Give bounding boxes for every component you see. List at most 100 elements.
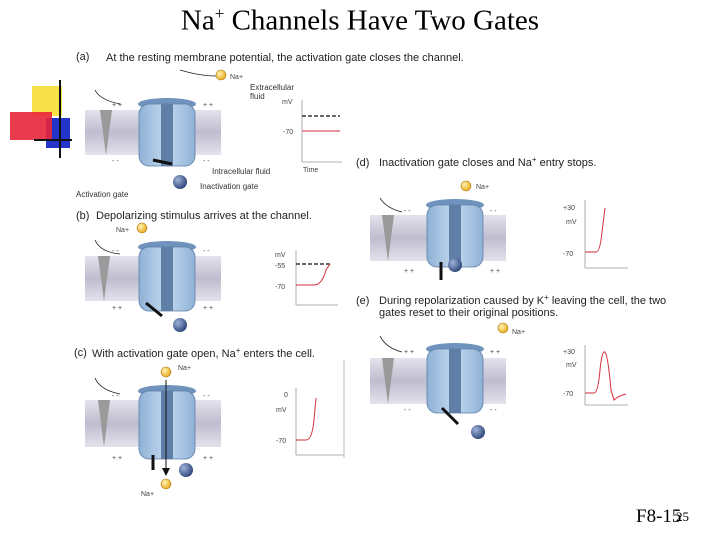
panel-e-plus-right: + + [490, 349, 500, 356]
panel-a-graph-tick: -70 [283, 129, 293, 136]
title-rest: Channels Have Two Gates [224, 4, 540, 37]
panel-a-caption: At the resting membrane potential, the a… [106, 52, 464, 64]
panel-e-minus-left: - - [404, 407, 411, 414]
panel-d-lipid-wedge [382, 215, 394, 261]
panel-a-activation-label: Activation gate [76, 190, 129, 199]
panel-b: (b) Depolarizing stimulus arrives at the… [76, 210, 338, 332]
panel-c-graph-tick1: 0 [284, 392, 288, 399]
panel-a-minus-right: - - [203, 158, 210, 165]
panel-d-plus-right: + + [490, 268, 500, 275]
panel-d-graph-tick1: +30 [563, 205, 575, 212]
panel-b-graph-ylabel: mV [275, 252, 286, 259]
panel-e-lipid-wedge [382, 358, 394, 404]
panel-d-plus-left: + + [404, 268, 414, 275]
panel-a-na-ion [215, 69, 227, 81]
panel-d-na-ion [460, 180, 472, 192]
panel-b-plus-right: + + [203, 305, 213, 312]
panel-d-minus-left: - - [404, 208, 411, 215]
panel-c-graph: 0 mV -70 [276, 388, 344, 456]
panel-c-inactivation-ball [179, 463, 193, 477]
panel-a-inactivation-label: Inactivation gate [200, 182, 259, 191]
panel-c-plus-right: + + [203, 455, 213, 462]
panel-b-channel-pore [161, 247, 173, 311]
panel-c-minus-right: - - [203, 393, 210, 400]
panel-e-inactivation-ball [471, 425, 485, 439]
panel-c-na-ion-top [160, 366, 172, 378]
panel-b-caption: Depolarizing stimulus arrives at the cha… [96, 210, 312, 222]
panel-d-ion-label: Na+ [476, 184, 489, 191]
decorative-blocks [10, 80, 72, 158]
deco-yellow-square [32, 86, 62, 116]
panel-b-graph-tick1: -55 [275, 263, 285, 270]
panel-c-ion-top-label: Na+ [178, 365, 191, 372]
panel-c-graph-ylabel: mV [276, 407, 287, 414]
panel-b-graph-trace [296, 263, 331, 286]
panel-e-graph-trace [585, 351, 627, 401]
panel-e-na-ion [497, 322, 509, 334]
panel-e-graph-tick1: +30 [563, 349, 575, 356]
panel-b-na-ion [136, 222, 148, 234]
title-plus: + [214, 4, 225, 23]
panel-a-letter: (a) [76, 51, 89, 63]
panel-b-minus-left: - - [112, 248, 119, 255]
panel-b-ion-label: Na+ [116, 227, 129, 234]
panel-b-activation-gate [145, 301, 163, 318]
panel-c-channel-pore [161, 391, 173, 459]
panel-b-letter: (b) [76, 210, 89, 222]
panel-e-graph-tick2: -70 [563, 391, 573, 398]
panel-d-graph-tick2: -70 [563, 251, 573, 258]
panel-c-ion-bottom-label: Na+ [141, 491, 154, 498]
panel-d-channel-pore [449, 205, 461, 267]
panel-b-plus-left: + + [112, 305, 122, 312]
panel-e-graph: +30 mV -70 [563, 345, 628, 406]
panel-d-letter: (d) [356, 157, 369, 169]
panel-d: (d) Inactivation gate closes and Na+ ent… [356, 155, 628, 280]
panel-a-plus-left: + + [112, 102, 122, 109]
panel-a-extracellular: Extracellular [250, 83, 294, 92]
panel-b-graph-tick2: -70 [275, 284, 285, 291]
panel-a-graph-xlabel: Time [303, 167, 318, 174]
panel-c-lipid-wedge [98, 400, 110, 447]
panel-b-minus-right: - - [203, 248, 210, 255]
panel-c-letter: (c) [74, 347, 87, 359]
panel-e-plus-left: + + [404, 349, 414, 356]
deco-red-square [10, 112, 52, 140]
panel-c-pointer [94, 377, 121, 395]
title-na: Na [180, 4, 215, 37]
panel-b-pointer [94, 239, 121, 255]
panel-a-inactivation-ball [173, 175, 187, 189]
panel-c-arrowhead [162, 468, 170, 476]
panel-d-graph-ylabel: mV [566, 219, 577, 226]
panel-a-graph-ylabel: mV [282, 99, 293, 106]
panel-a-minus-left: - - [112, 158, 119, 165]
panel-a-plus-right: + + [203, 102, 213, 109]
panel-e-letter: (e) [356, 295, 369, 307]
panel-e-minus-right: - - [490, 407, 497, 414]
panel-c-graph-trace [296, 397, 317, 441]
panel-a-pointer-ion [179, 69, 217, 77]
panel-b-graph: mV -55 -70 [275, 250, 338, 306]
panel-c-na-ion-bottom [160, 478, 172, 490]
panel-e-caption: During repolarization caused by K+ leavi… [379, 293, 666, 307]
panel-d-minus-right: - - [490, 208, 497, 215]
panel-e-channel-pore [449, 349, 461, 413]
panel-a-intracellular: Intracellular fluid [212, 167, 270, 176]
panel-e-activation-gate [440, 406, 460, 426]
panel-d-graph: +30 mV -70 [563, 200, 628, 269]
panel-a-lipid-wedge [100, 110, 112, 155]
panel-a-activation-gate [152, 158, 173, 166]
panel-c-graph-tick2: -70 [276, 438, 286, 445]
panel-a-pointer [94, 89, 121, 105]
panel-d-graph-trace [585, 207, 606, 253]
panel-a-graph: mV -70 Time [282, 99, 342, 174]
panel-a: (a) At the resting membrane potential, t… [76, 51, 464, 199]
panel-e-caption2: gates reset to their original positions. [379, 307, 558, 319]
panel-e-graph-ylabel: mV [566, 362, 577, 369]
figure-number: F8-15 [636, 506, 682, 527]
panel-a-channel-pore [161, 104, 173, 166]
panel-e: (e) During repolarization caused by K+ l… [356, 293, 666, 439]
panel-d-pointer [379, 197, 403, 213]
panel-c-plus-left: + + [112, 455, 122, 462]
panel-b-inactivation-ball [173, 318, 187, 332]
